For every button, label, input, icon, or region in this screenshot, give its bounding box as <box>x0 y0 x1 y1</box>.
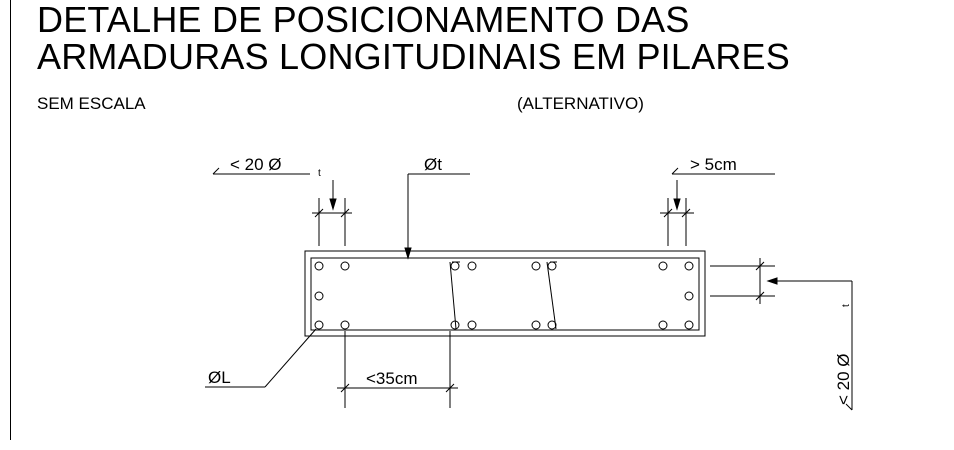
min-cover-label: > 5cm <box>690 155 737 174</box>
cross-tie <box>546 261 557 330</box>
bar <box>547 320 557 330</box>
dimension-tick <box>755 291 765 301</box>
leader-line <box>264 328 317 388</box>
arrow-head <box>329 198 337 211</box>
dimension-tick <box>681 208 691 218</box>
stirrup-t-label-top: t <box>318 168 321 179</box>
top-left-dimension <box>212 167 352 246</box>
dimension-tick <box>340 208 350 218</box>
title-line-2: ARMADURAS LONGITUDINAIS EM PILARES <box>37 36 790 77</box>
leader-tick <box>671 167 679 175</box>
cross-tie <box>449 261 457 330</box>
arrow-head <box>404 247 412 260</box>
bar <box>467 261 477 271</box>
bar-diameter-label: ØL <box>208 368 231 387</box>
bar <box>658 320 668 330</box>
cross-ties <box>449 261 557 330</box>
bar <box>340 261 350 271</box>
dimension-tick <box>755 261 765 271</box>
dimension-tick <box>445 383 455 393</box>
stirrup-t-label-side: t <box>841 304 852 307</box>
bar <box>314 320 324 330</box>
leader-tick <box>845 403 853 411</box>
leader-tick <box>212 167 220 175</box>
variant-note: (ALTERNATIVO) <box>517 94 644 113</box>
bar <box>467 320 477 330</box>
right-side-dimension <box>710 258 853 411</box>
bar <box>658 261 668 271</box>
bar <box>547 261 557 271</box>
bottom-dimension <box>337 331 458 408</box>
stirrup-leader <box>404 173 470 260</box>
dimension-tick <box>340 383 350 393</box>
bar <box>684 261 694 271</box>
drawing-frame-border <box>10 0 11 440</box>
scale-note: SEM ESCALA <box>37 94 146 113</box>
top-right-dimension <box>660 167 775 246</box>
dimension-tick <box>314 208 324 218</box>
max-spacing-label-top: < 20 Ø <box>230 155 282 174</box>
bar <box>531 261 541 271</box>
bar <box>684 291 694 301</box>
stirrup-outline <box>310 257 700 331</box>
max-spacing-label-side: < 20 Ø <box>834 353 853 405</box>
bar <box>531 320 541 330</box>
longitudinal-bars <box>314 261 694 330</box>
bar-diameter-leader <box>205 328 317 388</box>
bar <box>314 291 324 301</box>
bar <box>314 261 324 271</box>
column-outline <box>304 250 706 337</box>
bar <box>340 320 350 330</box>
dimension-tick <box>663 208 673 218</box>
arrow-head <box>766 277 778 285</box>
title-line-1: DETALHE DE POSICIONAMENTO DAS <box>37 0 690 40</box>
drawing-title: DETALHE DE POSICIONAMENTO DAS ARMADURAS … <box>37 2 790 76</box>
stirrup-diameter-label: Øt <box>424 155 442 174</box>
bar <box>450 261 460 271</box>
bar <box>684 320 694 330</box>
arrow-head <box>673 198 681 211</box>
max-bar-spacing-label: <35cm <box>366 369 418 388</box>
